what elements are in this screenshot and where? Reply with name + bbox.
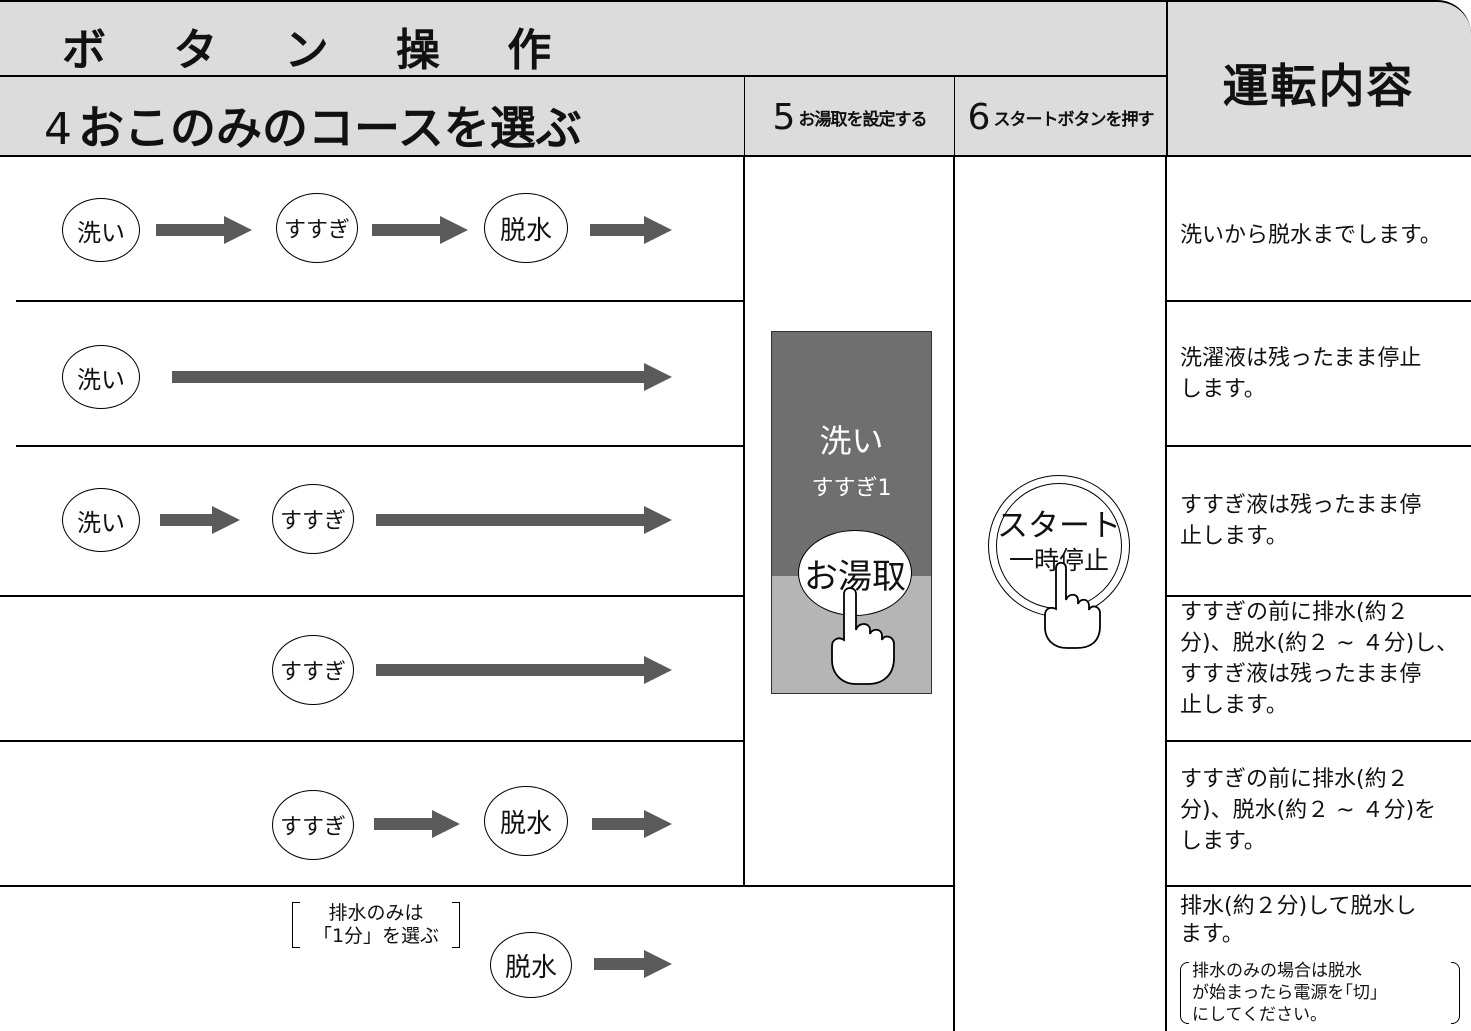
- arrow-icon: [374, 810, 460, 838]
- step5-text: お湯取を設定する: [798, 109, 927, 130]
- step6-text: スタートボタンを押す: [993, 109, 1154, 130]
- pointing-hand-icon: [1044, 561, 1101, 649]
- long-arrow-icon: [172, 363, 672, 391]
- row-divider-4: [0, 740, 743, 742]
- panel-rinse1-label: すすぎ1: [811, 476, 892, 501]
- col5-divider: [743, 157, 745, 886]
- row6-note: 排水のみの場合は脱水 が始まったら電源を｢切｣ にしてください。: [1180, 960, 1460, 1026]
- rinse-dial-icon: すすぎ: [276, 193, 358, 263]
- pointing-hand-icon: [831, 587, 895, 685]
- wash-dial-icon: 洗い: [62, 345, 140, 409]
- start-label: スタート: [997, 508, 1121, 544]
- step4-number: 4: [44, 104, 72, 155]
- row-divider-3r: [1166, 595, 1471, 597]
- operation-title: 運転内容: [1222, 59, 1415, 113]
- arrow-icon: [590, 216, 672, 244]
- step4-text: おこのみのコースを選ぶ: [78, 101, 582, 155]
- spin-dial-icon: 脱水: [484, 193, 568, 263]
- operation-header: [1166, 0, 1471, 157]
- row-divider-2: [16, 445, 743, 447]
- arrow-icon: [156, 216, 252, 244]
- row3-description: すすぎ液は残ったまま停 止します。: [1180, 493, 1422, 549]
- rinse-dial-icon: すすぎ: [272, 635, 354, 705]
- long-arrow-icon: [376, 656, 672, 684]
- row-divider-3: [0, 595, 743, 597]
- row-divider-1: [16, 300, 743, 302]
- long-arrow-icon: [376, 506, 672, 534]
- step5-number: 5: [772, 96, 796, 138]
- wash-dial-icon: 洗い: [62, 488, 140, 552]
- spin-dial-icon: 脱水: [490, 932, 572, 998]
- spin-dial-icon: 脱水: [484, 786, 568, 856]
- drain-only-note: 排水のみは 「1分」を選ぶ: [292, 902, 460, 948]
- row1-description: 洗いから脱水までします。: [1180, 223, 1442, 248]
- row4-description: すすぎの前に排水(約２ 分)、脱水(約２ ~ ４分)し、 すすぎ液は残ったまま停…: [1180, 600, 1459, 718]
- col6-divider: [953, 157, 955, 1031]
- arrow-icon: [372, 216, 468, 244]
- arrow-icon: [160, 506, 240, 534]
- rinse-dial-icon: すすぎ: [272, 484, 354, 554]
- row-divider-5r: [1166, 885, 1471, 887]
- header-button-ops: [0, 0, 1166, 77]
- row-divider-4r: [1166, 740, 1471, 742]
- row-divider-1r: [1166, 300, 1471, 302]
- row6-description: 排水(約２分)して脱水し ます。: [1180, 894, 1417, 947]
- row-divider-5: [0, 885, 953, 887]
- col-desc-divider: [1165, 157, 1167, 1031]
- rinse-dial-icon: すすぎ: [272, 790, 354, 860]
- button-ops-title: ボ タ ン 操 作: [62, 25, 578, 76]
- step6-number: 6: [967, 96, 991, 138]
- row-divider-2r: [1166, 445, 1471, 447]
- header-steps: [0, 77, 1166, 157]
- row2-description: 洗濯液は残ったまま停止 します。: [1180, 346, 1422, 402]
- panel-wash-label: 洗い: [819, 422, 884, 460]
- wash-dial-icon: 洗い: [62, 198, 140, 262]
- arrow-icon: [592, 810, 672, 838]
- arrow-icon: [594, 950, 672, 978]
- row5-description: すすぎの前に排水(約２ 分)、脱水(約２ ~ ４分)を します。: [1180, 767, 1437, 854]
